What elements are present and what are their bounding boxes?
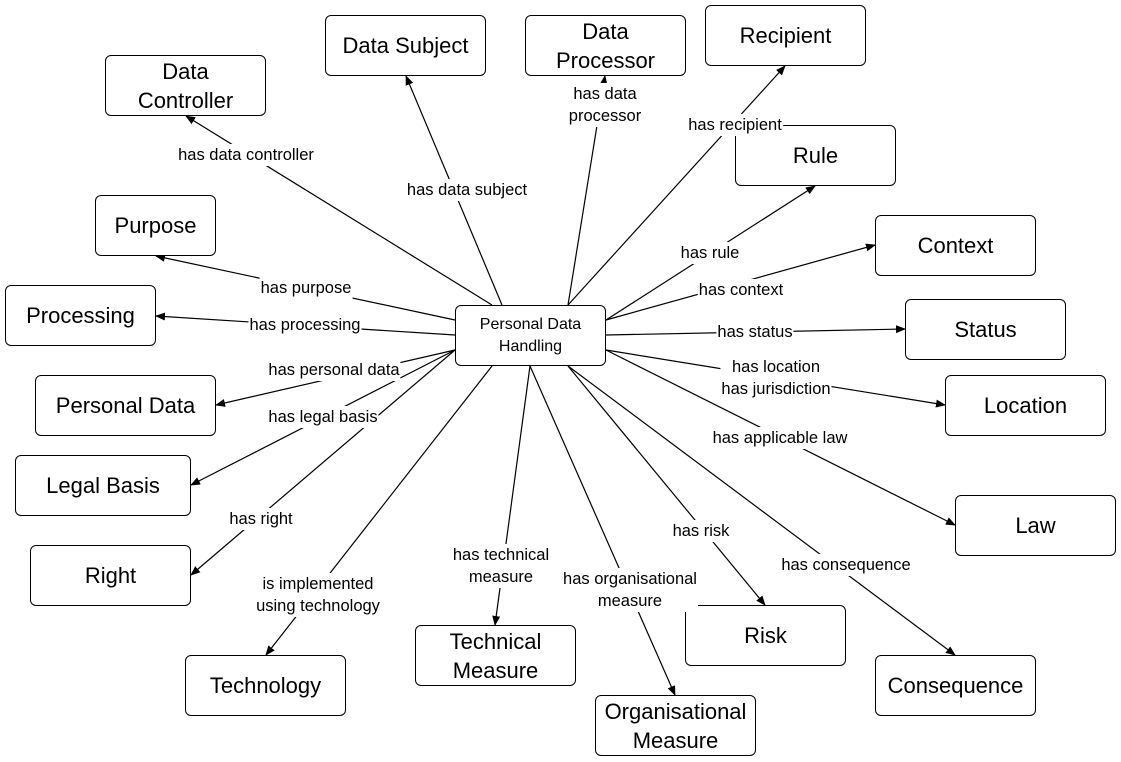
- node-risk[interactable]: Risk: [685, 605, 846, 666]
- edge-label-has-applicable-law: has applicable law: [711, 427, 849, 449]
- node-organisational-measure[interactable]: Organisational Measure: [595, 695, 756, 756]
- node-right[interactable]: Right: [30, 545, 191, 606]
- node-label: Data Processor: [555, 18, 656, 73]
- edge-label-has-recipient: has recipient: [687, 114, 783, 136]
- node-personal-data[interactable]: Personal Data: [35, 375, 216, 436]
- edge-arrow-to-consequence: [567, 365, 956, 656]
- node-status[interactable]: Status: [905, 299, 1066, 360]
- node-label: Consequence: [887, 673, 1024, 698]
- edge-label-has-data-processor: has data processor: [567, 83, 643, 127]
- edge-arrow-to-organisational-measure: [529, 365, 676, 696]
- edge-label-has-context: has context: [697, 279, 785, 301]
- node-technology[interactable]: Technology: [185, 655, 346, 716]
- node-consequence[interactable]: Consequence: [875, 655, 1036, 716]
- edge-label-has-technical-measure: has technical measure: [451, 544, 551, 588]
- node-label: Technology: [209, 673, 322, 698]
- node-label: Data Controller: [137, 58, 234, 113]
- node-location[interactable]: Location: [945, 375, 1106, 436]
- edge-label-is-implemented-using-technology: is implemented using technology: [255, 573, 381, 617]
- edge-label-has-data-controller: has data controller: [177, 144, 315, 166]
- node-label: Status: [954, 317, 1017, 342]
- node-rule[interactable]: Rule: [735, 125, 896, 186]
- edge-label-has-legal-basis: has legal basis: [267, 406, 379, 428]
- node-recipient[interactable]: Recipient: [705, 5, 866, 66]
- edge-label-has-organisational-measure: has organisational measure: [562, 568, 698, 612]
- node-label: Risk: [744, 623, 787, 648]
- edge-label-has-location: has location has jurisdiction: [720, 356, 832, 400]
- node-label: Technical Measure: [449, 628, 542, 683]
- node-label: Right: [84, 563, 137, 588]
- edge-label-has-data-subject: has data subject: [405, 179, 529, 201]
- edge-label-has-right: has right: [228, 508, 294, 530]
- node-purpose[interactable]: Purpose: [95, 195, 216, 256]
- node-label: Recipient: [739, 23, 832, 48]
- node-law[interactable]: Law: [955, 495, 1116, 556]
- node-label: Processing: [26, 303, 135, 328]
- node-label: Context: [917, 233, 994, 258]
- edge-arrow-to-risk: [567, 365, 766, 606]
- edge-arrow-to-recipient: [567, 65, 786, 306]
- node-label: Law: [1015, 513, 1056, 538]
- node-data-subject[interactable]: Data Subject: [325, 15, 486, 76]
- node-label: Organisational Measure: [604, 698, 747, 753]
- edge-label-has-purpose: has purpose: [259, 277, 353, 299]
- node-data-processor[interactable]: Data Processor: [525, 15, 686, 76]
- edge-label-has-risk: has risk: [671, 520, 731, 542]
- node-legal-basis[interactable]: Legal Basis: [15, 455, 191, 516]
- node-label: Personal Data: [55, 393, 196, 418]
- edge-arrow-to-right: [190, 349, 456, 576]
- node-label: Purpose: [114, 213, 197, 238]
- node-label: Rule: [792, 143, 839, 168]
- node-personal-data-handling[interactable]: Personal Data Handling: [455, 305, 606, 366]
- edge-label-has-personal-data: has personal data: [267, 359, 401, 381]
- node-label: Location: [983, 393, 1068, 418]
- node-data-controller[interactable]: Data Controller: [105, 55, 266, 116]
- node-label: Legal Basis: [46, 473, 160, 498]
- edge-label-has-status: has status: [716, 321, 794, 343]
- node-label: Data Subject: [342, 33, 469, 58]
- edge-label-has-processing: has processing: [248, 314, 362, 336]
- node-processing[interactable]: Processing: [5, 285, 156, 346]
- node-label: Personal Data Handling: [479, 315, 582, 355]
- edge-label-has-rule: has rule: [679, 242, 741, 264]
- edge-label-has-consequence: has consequence: [780, 554, 912, 576]
- node-context[interactable]: Context: [875, 215, 1036, 276]
- node-technical-measure[interactable]: Technical Measure: [415, 625, 576, 686]
